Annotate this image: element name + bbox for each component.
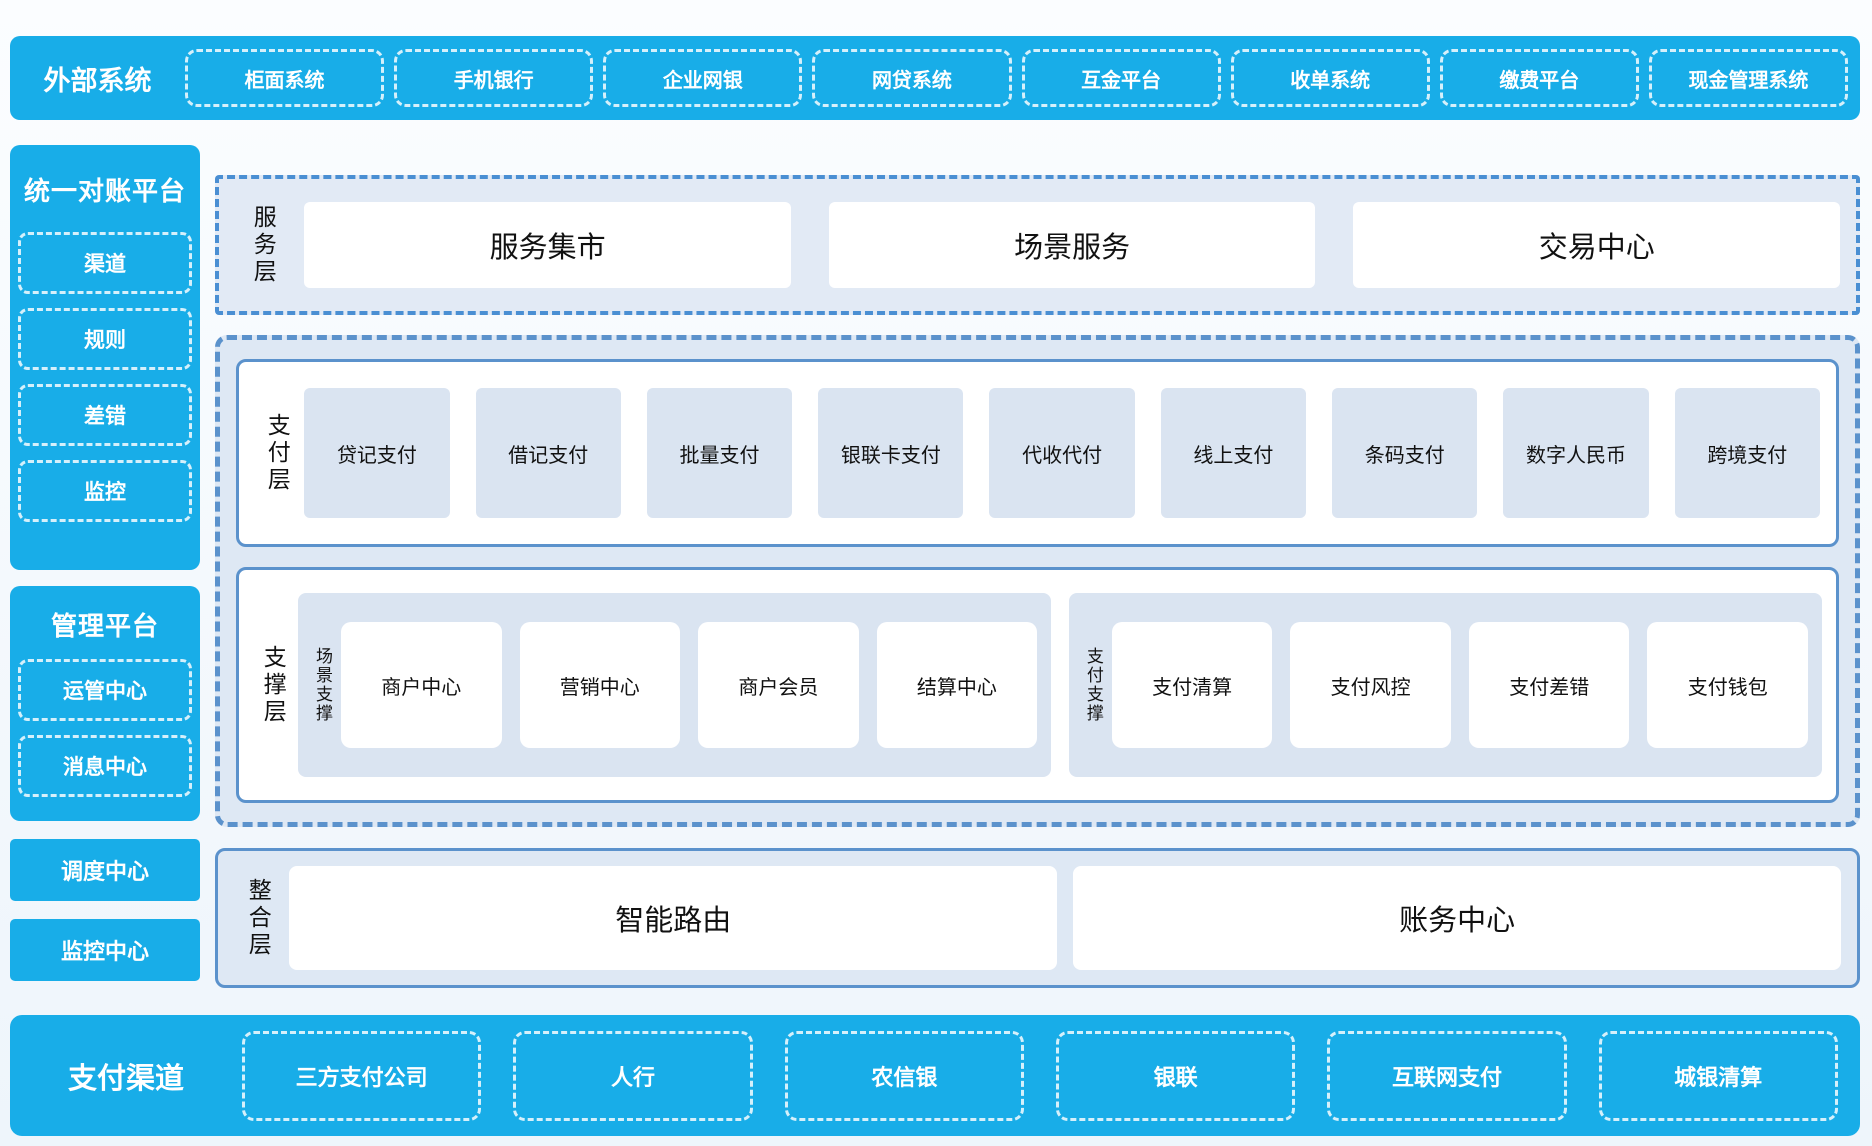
scene-support-group: 场景支撑 商户中心 营销中心 商户会员 结算中心 [298,593,1052,777]
payment-support-group: 支付支撑 支付清算 支付风控 支付差错 支付钱包 [1069,593,1823,777]
external-systems-items: 柜面系统 手机银行 企业网银 网贷系统 互金平台 收单系统 缴费平台 现金管理系… [185,49,1860,107]
scene-support-items: 商户中心 营销中心 商户会员 结算中心 [340,622,1038,748]
external-system-box: 企业网银 [603,49,803,107]
scene-support-item-box: 商户会员 [698,622,859,748]
external-systems-bar: 外部系统 柜面系统 手机银行 企业网银 网贷系统 互金平台 收单系统 缴费平台 … [10,36,1860,120]
management-item-box: 消息中心 [18,735,192,797]
integration-layer-items: 智能路由 账务中心 [289,866,1842,970]
scene-support-label: 场景支撑 [311,647,332,723]
payment-item-box: 线上支付 [1160,388,1307,518]
payment-item-box: 银联卡支付 [818,388,964,518]
middle-region: 统一对账平台 渠道 规则 差错 监控 管理平台 [10,145,1860,988]
management-platform-block: 管理平台 运管中心 消息中心 [10,586,200,821]
external-system-box: 柜面系统 [185,49,385,107]
payment-channel-box: 农信银 [784,1030,1024,1121]
payment-item-box: 代收代付 [989,388,1135,518]
service-item-box: 场景服务 [828,202,1316,288]
integration-layer-label: 整合层 [244,877,271,959]
reconciliation-item-box: 规则 [18,308,192,370]
payment-support-label: 支付支撑 [1082,647,1103,723]
payment-layer: 支付层 贷记支付 借记支付 批量支付 银联卡支付 代收代付 [236,359,1839,547]
payment-item-box: 数字人民币 [1503,388,1649,518]
payment-item-box: 批量支付 [646,388,793,518]
external-system-box: 手机银行 [394,49,594,107]
integration-layer: 整合层 智能路由 账务中心 [215,848,1860,988]
payment-item-box: 跨境支付 [1674,388,1820,518]
scene-support-item-box: 结算中心 [876,622,1038,748]
management-item-box: 运管中心 [18,659,192,721]
payment-support-item-box: 支付差错 [1468,622,1630,748]
external-system-box: 收单系统 [1230,49,1430,107]
reconciliation-platform-title: 统一对账平台 [23,177,186,207]
reconciliation-item-box: 监控 [18,460,192,522]
payment-channel-box: 城银清算 [1598,1030,1838,1121]
payment-item-box: 条码支付 [1332,388,1478,518]
payment-support-item-box: 支付风控 [1290,622,1451,748]
reconciliation-platform-block: 统一对账平台 渠道 规则 差错 监控 [10,145,200,570]
service-layer: 服务层 服务集市 场景服务 交易中心 [215,175,1860,315]
payment-channels-bar: 支付渠道 三方支付公司 人行 农信银 银联 互联网支付 城银清算 [10,1015,1860,1136]
payment-layer-items: 贷记支付 借记支付 批量支付 银联卡支付 代收代付 线上支付 条码支付 [304,388,1820,518]
external-system-box: 互金平台 [1021,49,1221,107]
support-layer-label: 支撑层 [259,644,286,726]
service-layer-label: 服务层 [249,204,276,286]
payment-channel-box: 互联网支付 [1327,1030,1567,1121]
payment-channels-title: 支付渠道 [67,1060,184,1095]
service-item-box: 服务集市 [304,202,791,288]
reconciliation-items: 渠道 规则 差错 监控 [18,232,192,522]
payment-channels-items: 三方支付公司 人行 农信银 银联 互联网支付 城银清算 [242,1030,1860,1121]
core-layers-container: 支付层 贷记支付 借记支付 批量支付 银联卡支付 代收代付 [215,335,1860,827]
dispatch-center-box: 调度中心 [10,839,200,901]
payment-item-box: 借记支付 [475,388,621,518]
reconciliation-item-box: 差错 [18,384,192,446]
integration-item-box: 账务中心 [1073,866,1842,970]
management-platform-title: 管理平台 [50,612,159,642]
integration-item-box: 智能路由 [289,866,1058,970]
payment-channel-box: 银联 [1055,1030,1296,1121]
payment-layer-label: 支付层 [263,412,290,494]
payment-item-box: 贷记支付 [304,388,450,518]
support-layer: 支撑层 场景支撑 商户中心 营销中心 商户会员 [236,567,1839,803]
main-layers: 服务层 服务集市 场景服务 交易中心 支付层 [215,145,1860,988]
payment-channel-box: 人行 [513,1030,753,1121]
service-layer-items: 服务集市 场景服务 交易中心 [304,202,1840,288]
support-groups: 场景支撑 商户中心 营销中心 商户会员 结算中心 [298,593,1823,777]
external-systems-title: 外部系统 [43,65,152,97]
scene-support-item-box: 商户中心 [340,622,502,748]
scene-support-item-box: 营销中心 [519,622,681,748]
external-system-box: 现金管理系统 [1648,49,1848,107]
monitor-center-box: 监控中心 [10,919,200,981]
external-system-box: 缴费平台 [1439,49,1639,107]
payment-support-item-box: 支付钱包 [1647,622,1809,748]
management-items: 运管中心 消息中心 [18,659,192,797]
sidebar: 统一对账平台 渠道 规则 差错 监控 管理平台 [10,145,200,988]
payment-support-item-box: 支付清算 [1111,622,1273,748]
reconciliation-item-box: 渠道 [18,232,192,294]
service-item-box: 交易中心 [1353,202,1840,288]
payment-support-items: 支付清算 支付风控 支付差错 支付钱包 [1111,622,1809,748]
external-system-box: 网贷系统 [812,49,1012,107]
payment-channel-box: 三方支付公司 [242,1030,482,1121]
